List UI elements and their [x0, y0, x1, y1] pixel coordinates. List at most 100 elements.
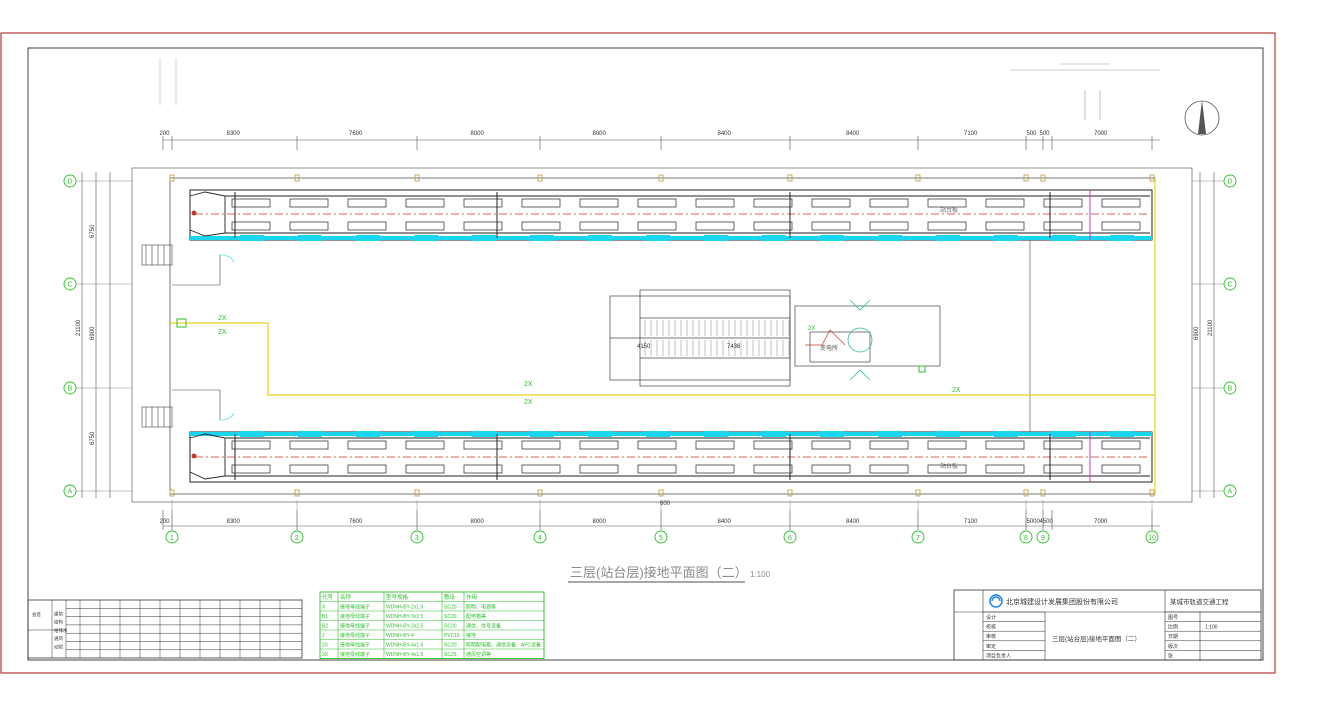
- signature-label: 审核: [986, 633, 996, 640]
- legend-cell: 接地母线端子: [340, 651, 370, 658]
- car-window: [811, 464, 851, 474]
- legend-cell: 接地母线端子: [340, 632, 370, 639]
- side-dimension-lines: [81, 172, 1215, 498]
- car-window: [521, 440, 561, 450]
- car-window: [1101, 464, 1141, 474]
- info-label: 张: [1168, 652, 1173, 659]
- countersign-label: 会签: [32, 611, 41, 618]
- car-window: [579, 440, 619, 450]
- column-mark: [537, 174, 543, 182]
- axis-bubble: [410, 530, 424, 544]
- car-window: [405, 464, 445, 474]
- screen-door: [1110, 235, 1134, 241]
- left-stairs: [141, 244, 235, 428]
- legend-cell: SC25: [444, 652, 457, 658]
- screen-door: [762, 235, 786, 241]
- axis-row-label: D: [1227, 179, 1232, 186]
- car-window: [753, 440, 793, 450]
- info-label: 日期: [1168, 634, 1178, 640]
- dim-bottom-label: 7100: [964, 519, 978, 525]
- north-arrow-icon: [1184, 100, 1220, 136]
- countersign-label: 动照: [54, 644, 63, 651]
- car-window: [463, 221, 503, 231]
- car-window: [579, 221, 619, 231]
- car-window: [289, 440, 329, 450]
- station-outline: [131, 167, 1193, 503]
- screen-door: [472, 235, 496, 241]
- info-label: 版次: [1168, 643, 1178, 650]
- legend-cell: 配电箱等: [466, 613, 486, 620]
- car-window: [927, 221, 967, 231]
- car-window: [289, 198, 329, 208]
- countersign-label: 给排水: [54, 627, 68, 634]
- legend-cell: 通信、信号设备: [466, 623, 501, 630]
- car-window: [347, 440, 387, 450]
- legend-header: 型号规格: [386, 593, 409, 601]
- signature-label: 项目负责人: [986, 652, 1011, 659]
- axis-bubble: [290, 530, 304, 544]
- legend-cell: 接地母线端子: [340, 613, 370, 620]
- dim-top-label: 8000: [471, 131, 485, 137]
- car-window: [347, 221, 387, 231]
- cable-label-f: 2X: [808, 326, 815, 332]
- dim-bottom-label: 8400: [718, 519, 732, 525]
- dim-bottom-label: 5000: [1027, 519, 1041, 525]
- legend-cell: 接地母线端子: [340, 623, 370, 630]
- car-window: [753, 198, 793, 208]
- column-mark: [1023, 489, 1029, 497]
- legend-cell: B1: [322, 614, 328, 620]
- screen-door: [762, 431, 786, 437]
- car-window: [1043, 464, 1083, 474]
- axis-col-label: 2: [295, 535, 299, 542]
- legend-cell: 通风空调等: [466, 651, 491, 658]
- car-window: [869, 221, 909, 231]
- car-window: [1101, 440, 1141, 450]
- platform-label-upper: 站台板: [940, 206, 958, 214]
- legend-cell: 2X: [322, 643, 329, 649]
- cable-label-c: 2X: [524, 381, 533, 388]
- legend-cell: SC20: [444, 624, 457, 630]
- legend-cell: 接地母线端子: [340, 642, 370, 649]
- legend-cell: 接地母线端子: [340, 604, 370, 611]
- screen-door: [936, 431, 960, 437]
- axis-row-label: A: [1228, 489, 1233, 496]
- screen-door: [646, 235, 670, 241]
- axis-col-label: 3: [415, 535, 419, 542]
- car-window: [347, 198, 387, 208]
- screen-door: [356, 431, 380, 437]
- axis-row-label: C: [67, 282, 72, 289]
- dim-bottom-label: 8000: [471, 519, 485, 525]
- car-window: [1043, 198, 1083, 208]
- car-window: [985, 221, 1025, 231]
- axis-row-label: B: [1228, 386, 1233, 393]
- car-window: [579, 464, 619, 474]
- drawing-scale: 1:100: [750, 570, 771, 579]
- legend-cell: WDNH-BY-4: [386, 633, 414, 639]
- info-label: 比例: [1168, 624, 1178, 631]
- column-mark: [787, 489, 793, 497]
- dim-escalator-b: 7436: [727, 344, 741, 350]
- axis-bubble: [533, 530, 547, 544]
- car-window: [753, 464, 793, 474]
- car-window: [637, 440, 677, 450]
- car-window: [231, 221, 271, 231]
- info-value: 1:100: [1205, 625, 1218, 631]
- car-window: [985, 464, 1025, 474]
- car-window: [869, 440, 909, 450]
- car-window: [637, 198, 677, 208]
- axis-bubble: [1145, 530, 1159, 544]
- train-cab-icon: [189, 191, 226, 480]
- column-mark: [915, 489, 921, 497]
- screen-door: [472, 431, 496, 437]
- drawing-title: 三层(站台层)接地平面图（二）: [570, 565, 748, 580]
- column-mark: [169, 174, 175, 182]
- dim-top-label: 200: [160, 131, 171, 137]
- dim-top-label: 8400: [718, 131, 732, 137]
- car-window: [289, 221, 329, 231]
- column-mark: [169, 489, 175, 497]
- escalator-steps: [644, 320, 790, 356]
- car-window: [695, 464, 735, 474]
